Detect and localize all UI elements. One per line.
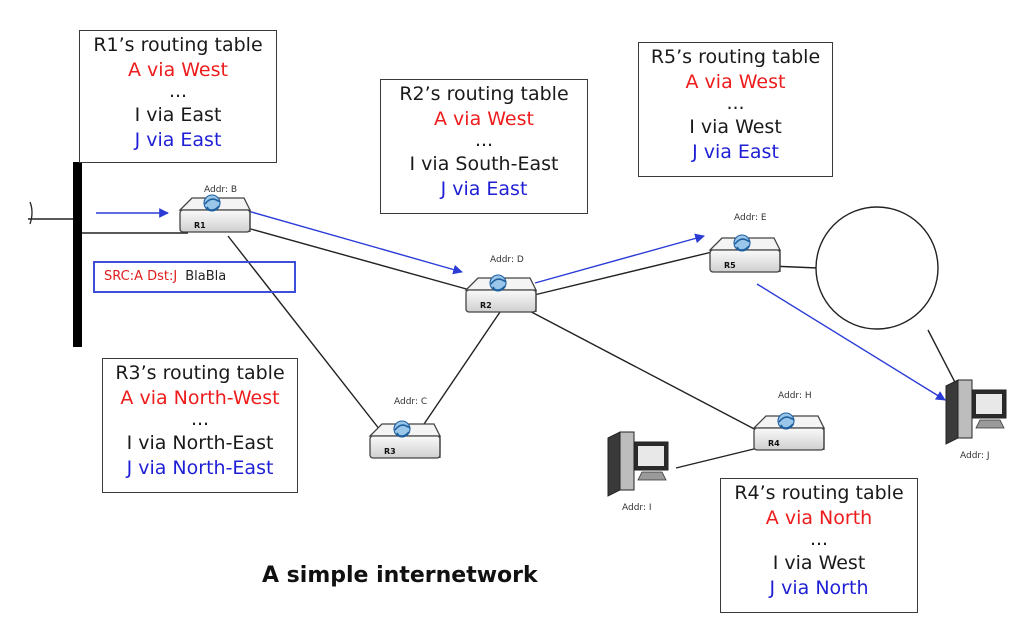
- routing-table-title: R1’s routing table: [93, 34, 263, 56]
- route-entry-i: I via North-East: [126, 432, 274, 454]
- router-address: Addr: D: [490, 255, 524, 265]
- router-icon: [465, 274, 537, 313]
- route-entry-i: I via West: [772, 552, 866, 574]
- route-entry-i: I via West: [689, 116, 782, 138]
- routing-table-title: R4’s routing table: [734, 482, 904, 504]
- host-i[interactable]: Addr: I: [607, 431, 669, 513]
- router-r2[interactable]: R2 Addr: D: [465, 255, 537, 313]
- route-entry-j: J via North: [769, 577, 869, 599]
- router-r1[interactable]: R1 Addr: B: [179, 185, 251, 233]
- router-name: R2: [480, 301, 492, 310]
- router-r4[interactable]: R4 Addr: H: [753, 391, 825, 451]
- routing-table-r2: R2’s routing table A via West ... I via …: [380, 79, 588, 214]
- route-entry-j: J via North-East: [126, 457, 274, 479]
- route-entry-a: A via North-West: [120, 387, 280, 409]
- route-ellipsis: ...: [474, 129, 494, 151]
- host-address: Addr: J: [960, 451, 990, 461]
- routing-table-title: R3’s routing table: [115, 362, 285, 384]
- routing-table-r4: R4’s routing table A via North ... I via…: [720, 478, 918, 613]
- packet-header: SRC:A Dst:J: [104, 269, 178, 284]
- route-entry-i: I via East: [134, 104, 222, 126]
- ethernet-segment-icon: [73, 162, 82, 347]
- packet-payload: BlaBla: [185, 269, 227, 284]
- router-r5[interactable]: R5 Addr: E: [709, 213, 781, 273]
- routing-table-r5: R5’s routing table A via West ... I via …: [638, 42, 833, 177]
- route-ellipsis: ...: [168, 80, 188, 102]
- router-address: Addr: B: [204, 185, 237, 195]
- routing-table-r1: R1’s routing table A via West ... I via …: [79, 30, 277, 163]
- links: [28, 218, 961, 469]
- router-icon: [369, 420, 441, 459]
- host-address: Addr: I: [622, 503, 652, 513]
- route-entry-j: J via East: [440, 178, 528, 200]
- computer-icon: [607, 431, 669, 497]
- router-name: R1: [194, 221, 206, 230]
- route-entry-j: J via East: [692, 141, 779, 163]
- computer-icon: [945, 379, 1007, 445]
- routing-table-title: R2’s routing table: [399, 83, 569, 105]
- route-entry-a: A via West: [128, 59, 228, 81]
- router-name: R3: [384, 447, 396, 456]
- network-circle-icon: [815, 206, 939, 330]
- router-name: R5: [724, 261, 736, 270]
- router-address: Addr: C: [394, 397, 427, 407]
- router-name: R4: [768, 439, 780, 448]
- packet-label: SRC:A Dst:J BlaBla: [93, 261, 296, 293]
- router-icon: [179, 194, 251, 233]
- route-entry-i: I via South-East: [409, 153, 559, 175]
- diagram-caption: A simple internetwork: [262, 563, 538, 588]
- router-icon: [753, 412, 825, 451]
- router-icon: [709, 234, 781, 273]
- routing-table-title: R5’s routing table: [650, 46, 821, 68]
- router-address: Addr: H: [778, 391, 812, 401]
- route-path: [96, 208, 946, 401]
- link-r2-r4: [519, 305, 761, 433]
- link-r4-host-i: [675, 446, 763, 469]
- route-ellipsis: ...: [809, 528, 829, 550]
- routing-table-r3: R3’s routing table A via North-West ... …: [102, 358, 298, 493]
- router-address: Addr: E: [734, 213, 767, 223]
- link-r2-r5: [529, 251, 713, 297]
- link-r1-r2: [239, 225, 471, 291]
- route-entry-a: A via West: [685, 71, 786, 93]
- router-r3[interactable]: R3 Addr: C: [369, 397, 441, 459]
- route-arrow-r1-to-r2: [247, 210, 463, 275]
- route-ellipsis: ...: [726, 92, 745, 114]
- route-entry-a: A via West: [434, 108, 534, 130]
- route-arrow-r5-to-host-j: [756, 283, 946, 401]
- route-entry-a: A via North: [765, 507, 873, 529]
- route-ellipsis: ...: [190, 408, 210, 430]
- host-j[interactable]: Addr: J: [945, 379, 1007, 461]
- lan-bracket: [29, 201, 33, 225]
- link-r2-r3: [419, 311, 501, 431]
- route-arrow-r2-to-r5: [534, 233, 705, 284]
- link-r1-r3: [227, 235, 381, 431]
- route-entry-j: J via East: [134, 129, 222, 151]
